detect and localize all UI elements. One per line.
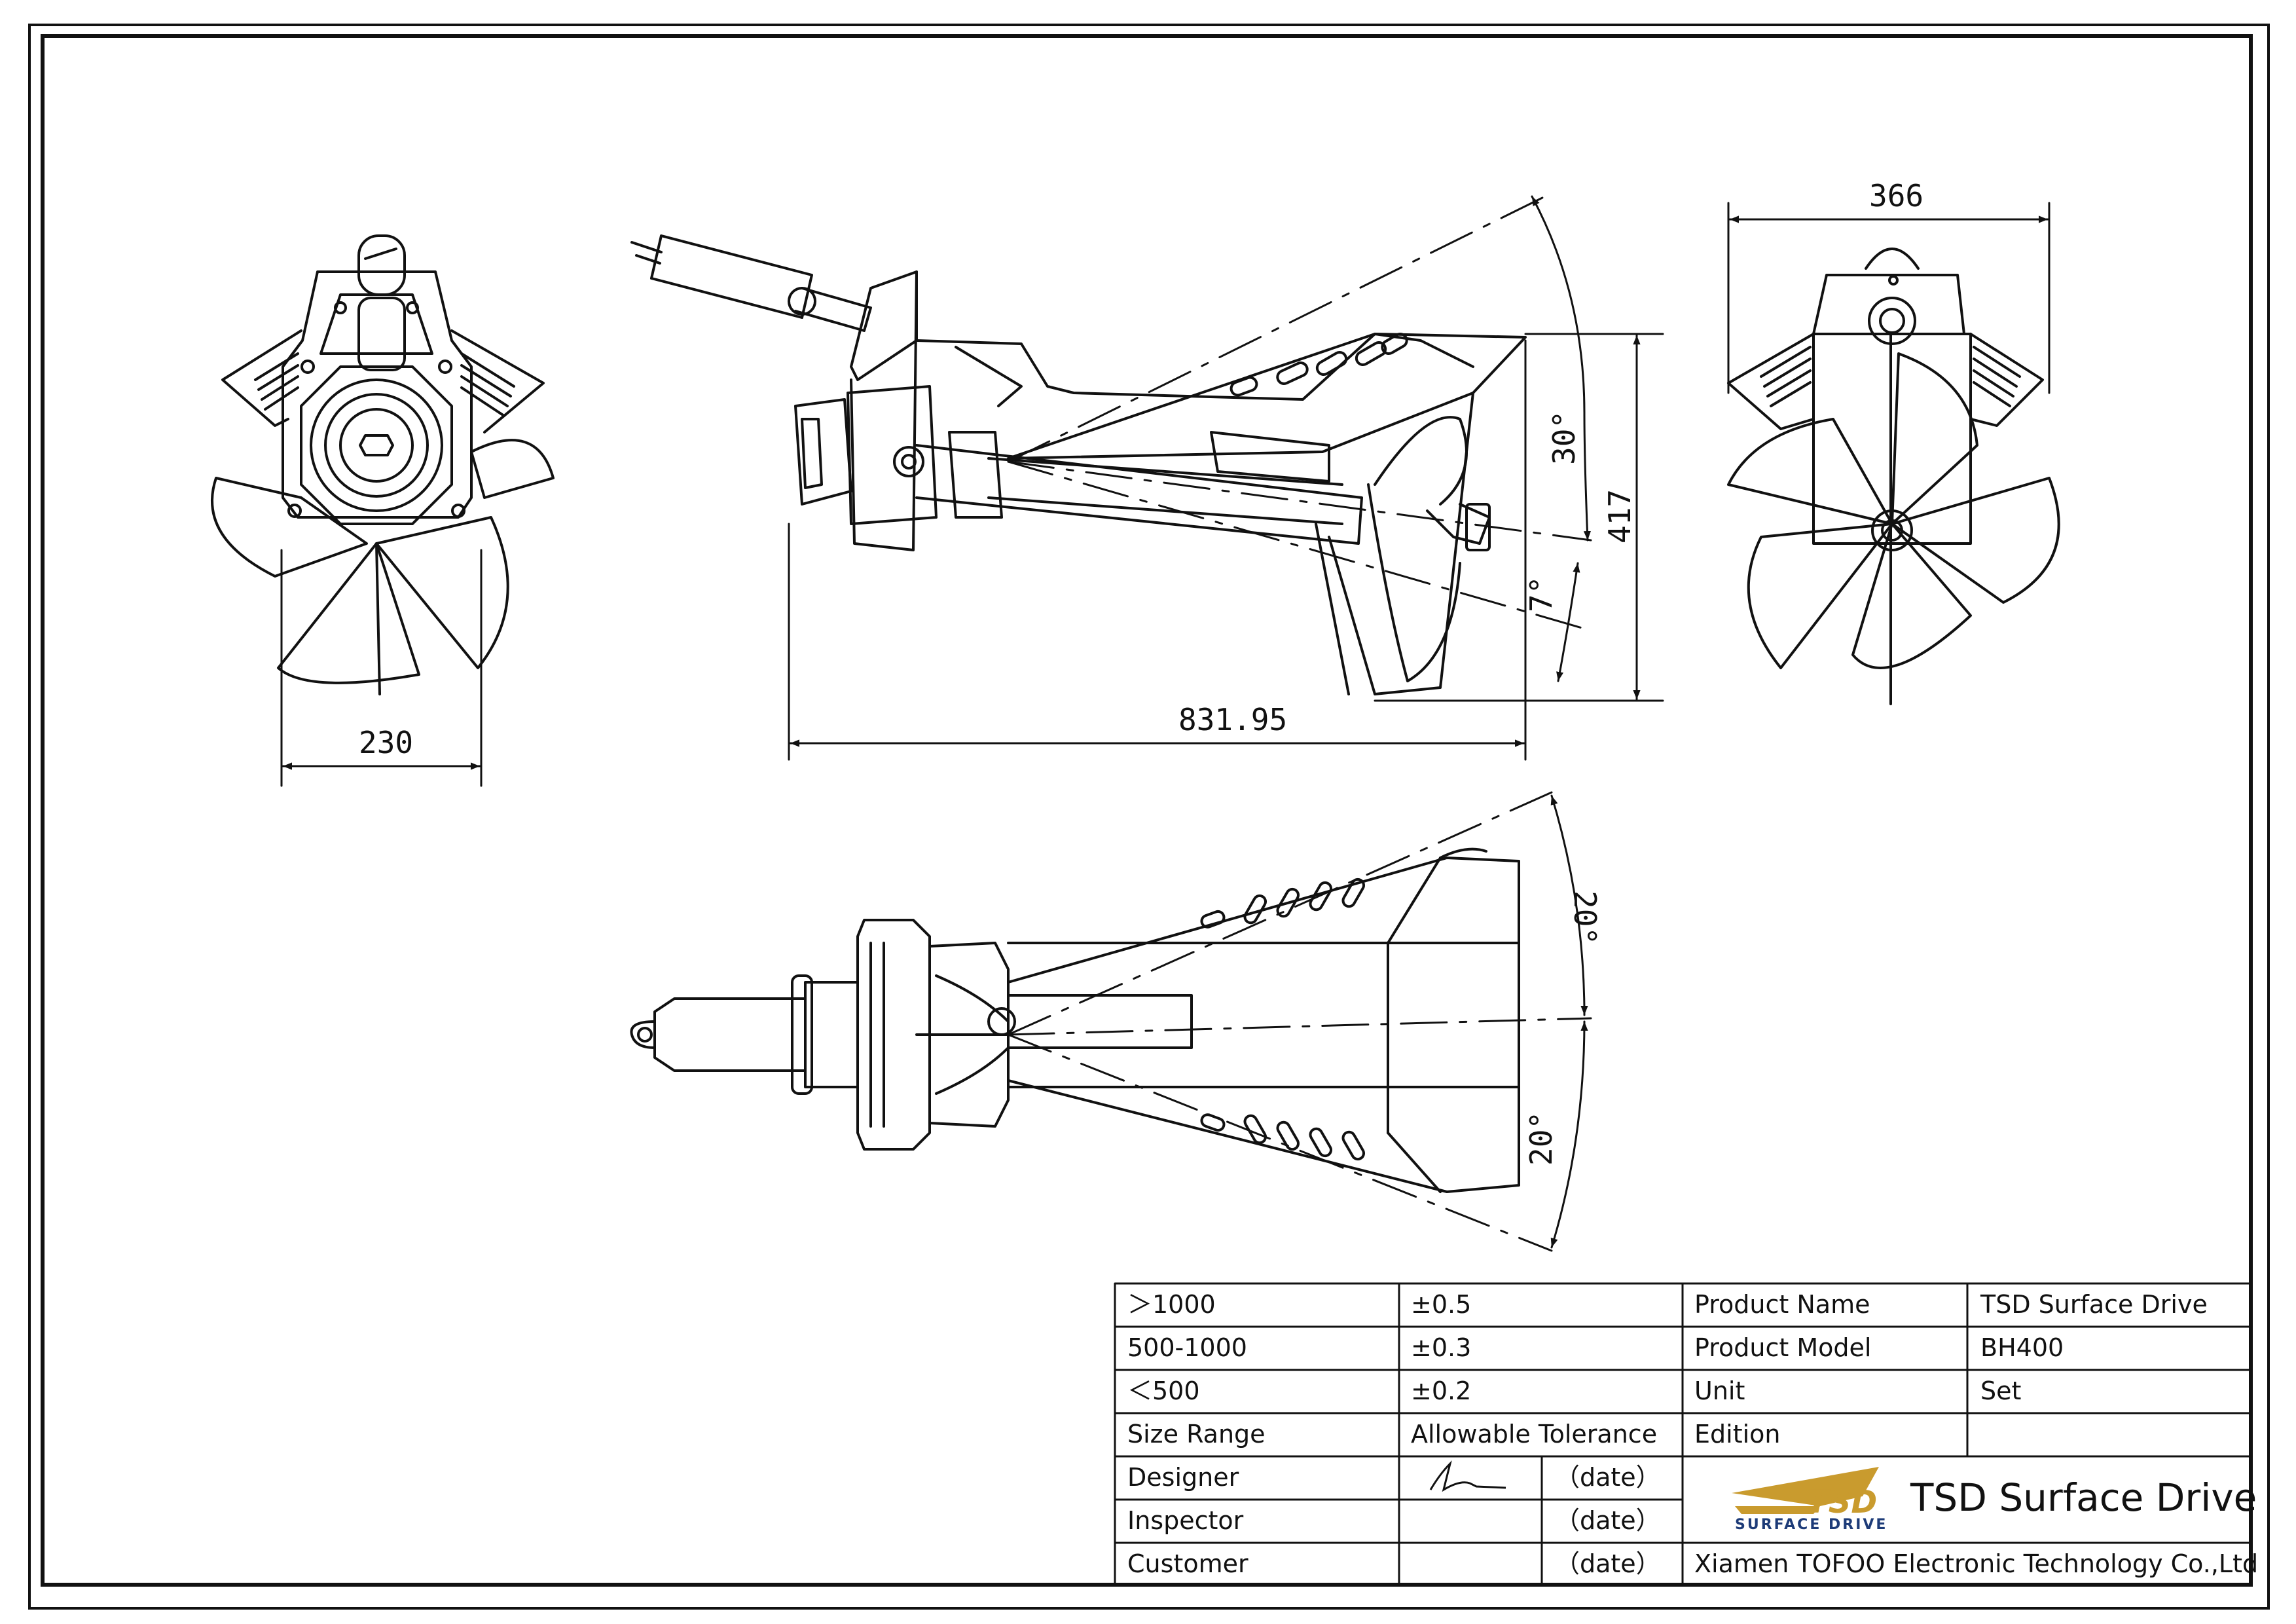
customer-label: Customer xyxy=(1127,1549,1248,1578)
customer-date: （date） xyxy=(1555,1549,1661,1578)
tol-value-2: ±0.3 xyxy=(1411,1333,1472,1362)
tol-range-1: ＞1000 xyxy=(1127,1290,1216,1319)
tol-range-2: 500-1000 xyxy=(1127,1333,1247,1362)
company-brand: TSD Surface Drive xyxy=(1910,1475,2257,1520)
unit-label: Unit xyxy=(1694,1376,1745,1405)
front-view xyxy=(211,234,555,787)
logo-subtext: SURFACE DRIVE xyxy=(1735,1517,1888,1533)
product-name-value: TSD Surface Drive xyxy=(1980,1290,2208,1319)
title-block-grid xyxy=(1114,1282,2252,1586)
side-view xyxy=(630,192,1664,761)
product-model-value: BH400 xyxy=(1980,1333,2064,1362)
company-logo: TSD xyxy=(1732,1467,1879,1521)
tolerance-header: Allowable Tolerance xyxy=(1411,1420,1658,1449)
dim-rear-width: 366 xyxy=(1869,178,1923,213)
outer-border xyxy=(28,24,2270,1610)
logo-text: TSD xyxy=(1807,1484,1877,1521)
tol-value-1: ±0.5 xyxy=(1411,1290,1472,1319)
dim-side-length: 831.95 xyxy=(1178,702,1287,737)
tol-range-3: ＜500 xyxy=(1127,1376,1200,1405)
inspector-label: Inspector xyxy=(1127,1506,1244,1535)
dim-front-width: 230 xyxy=(359,725,413,760)
size-range-header: Size Range xyxy=(1127,1420,1266,1449)
designer-date: （date） xyxy=(1555,1463,1661,1492)
company-name: Xiamen TOFOO Electronic Technology Co.,L… xyxy=(1694,1549,2259,1578)
rear-view xyxy=(1727,202,2060,705)
designer-label: Designer xyxy=(1127,1463,1239,1492)
unit-value: Set xyxy=(1980,1376,2022,1405)
top-view xyxy=(630,791,1592,1252)
inspector-date: （date） xyxy=(1555,1506,1661,1535)
tol-value-3: ±0.2 xyxy=(1411,1376,1472,1405)
dim-steer-right-angle: 20° xyxy=(1523,1111,1559,1166)
product-name-label: Product Name xyxy=(1694,1290,1870,1319)
product-model-label: Product Model xyxy=(1694,1333,1872,1362)
dim-side-height: 417 xyxy=(1602,489,1637,544)
dim-steer-left-angle: 20° xyxy=(1567,891,1603,945)
dim-trim-down-angle: 7° xyxy=(1523,576,1559,612)
edition-label: Edition xyxy=(1694,1420,1781,1449)
designer-signature xyxy=(1429,1460,1506,1492)
dim-trim-up-angle: 30° xyxy=(1546,411,1582,465)
